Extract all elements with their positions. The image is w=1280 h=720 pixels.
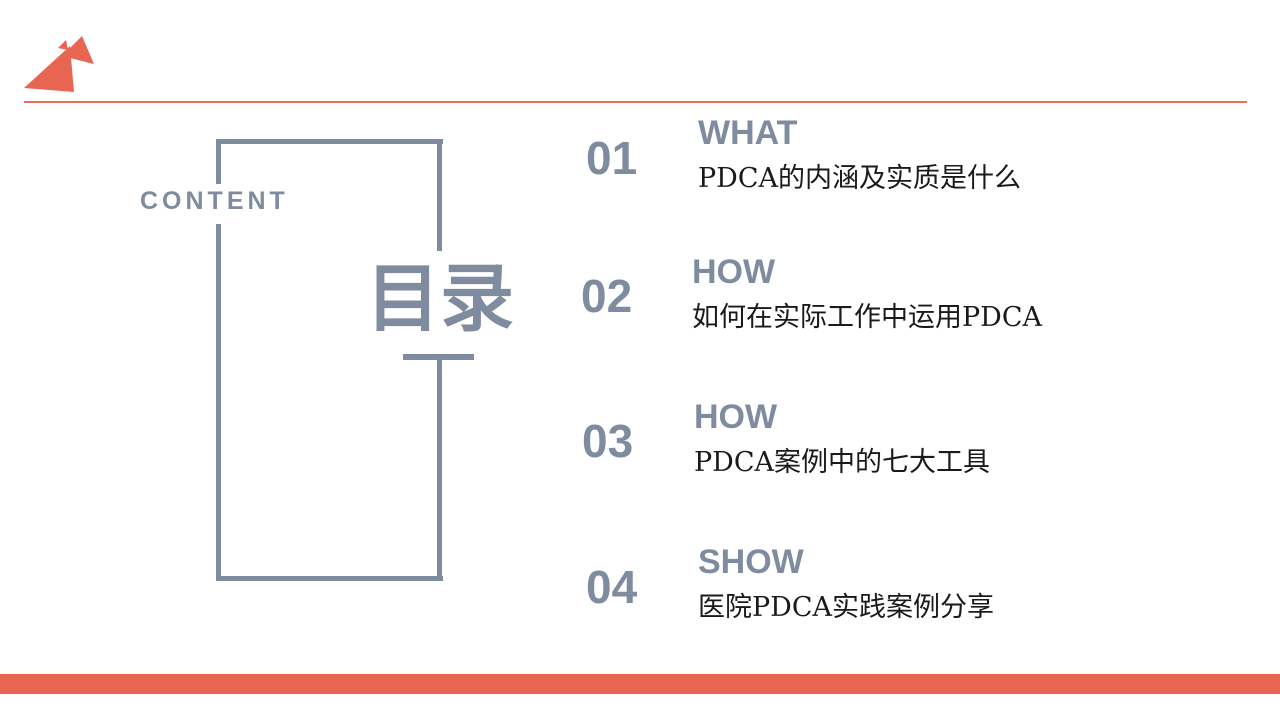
- frame-left-lower: [216, 224, 221, 581]
- header-divider: [24, 101, 1247, 103]
- frame-right-upper: [437, 139, 442, 251]
- frame-right-lower: [437, 355, 442, 581]
- item-description: 医院PDCA实践案例分享: [698, 592, 994, 623]
- item-heading: WHAT: [698, 114, 798, 152]
- frame-title-underline: [403, 354, 474, 360]
- item-heading: HOW: [692, 253, 776, 291]
- item-number: 04: [586, 561, 638, 613]
- item-description: PDCA的内涵及实质是什么: [698, 163, 1021, 194]
- item-number: 03: [582, 415, 634, 467]
- footer-bar: [0, 674, 1280, 694]
- frame-top: [216, 139, 443, 144]
- item-number: 02: [581, 270, 633, 322]
- frame-left-upper: [216, 139, 221, 184]
- item-description: 如何在实际工作中运用PDCA: [692, 302, 1042, 333]
- frame-bottom: [216, 576, 443, 581]
- item-number: 01: [586, 132, 638, 184]
- toc-title: 目录: [366, 256, 514, 342]
- item-heading: HOW: [694, 398, 778, 436]
- item-heading: SHOW: [698, 543, 804, 581]
- triangles-logo-icon: [24, 36, 94, 92]
- content-label: CONTENT: [140, 187, 289, 215]
- item-description: PDCA案例中的七大工具: [694, 447, 990, 478]
